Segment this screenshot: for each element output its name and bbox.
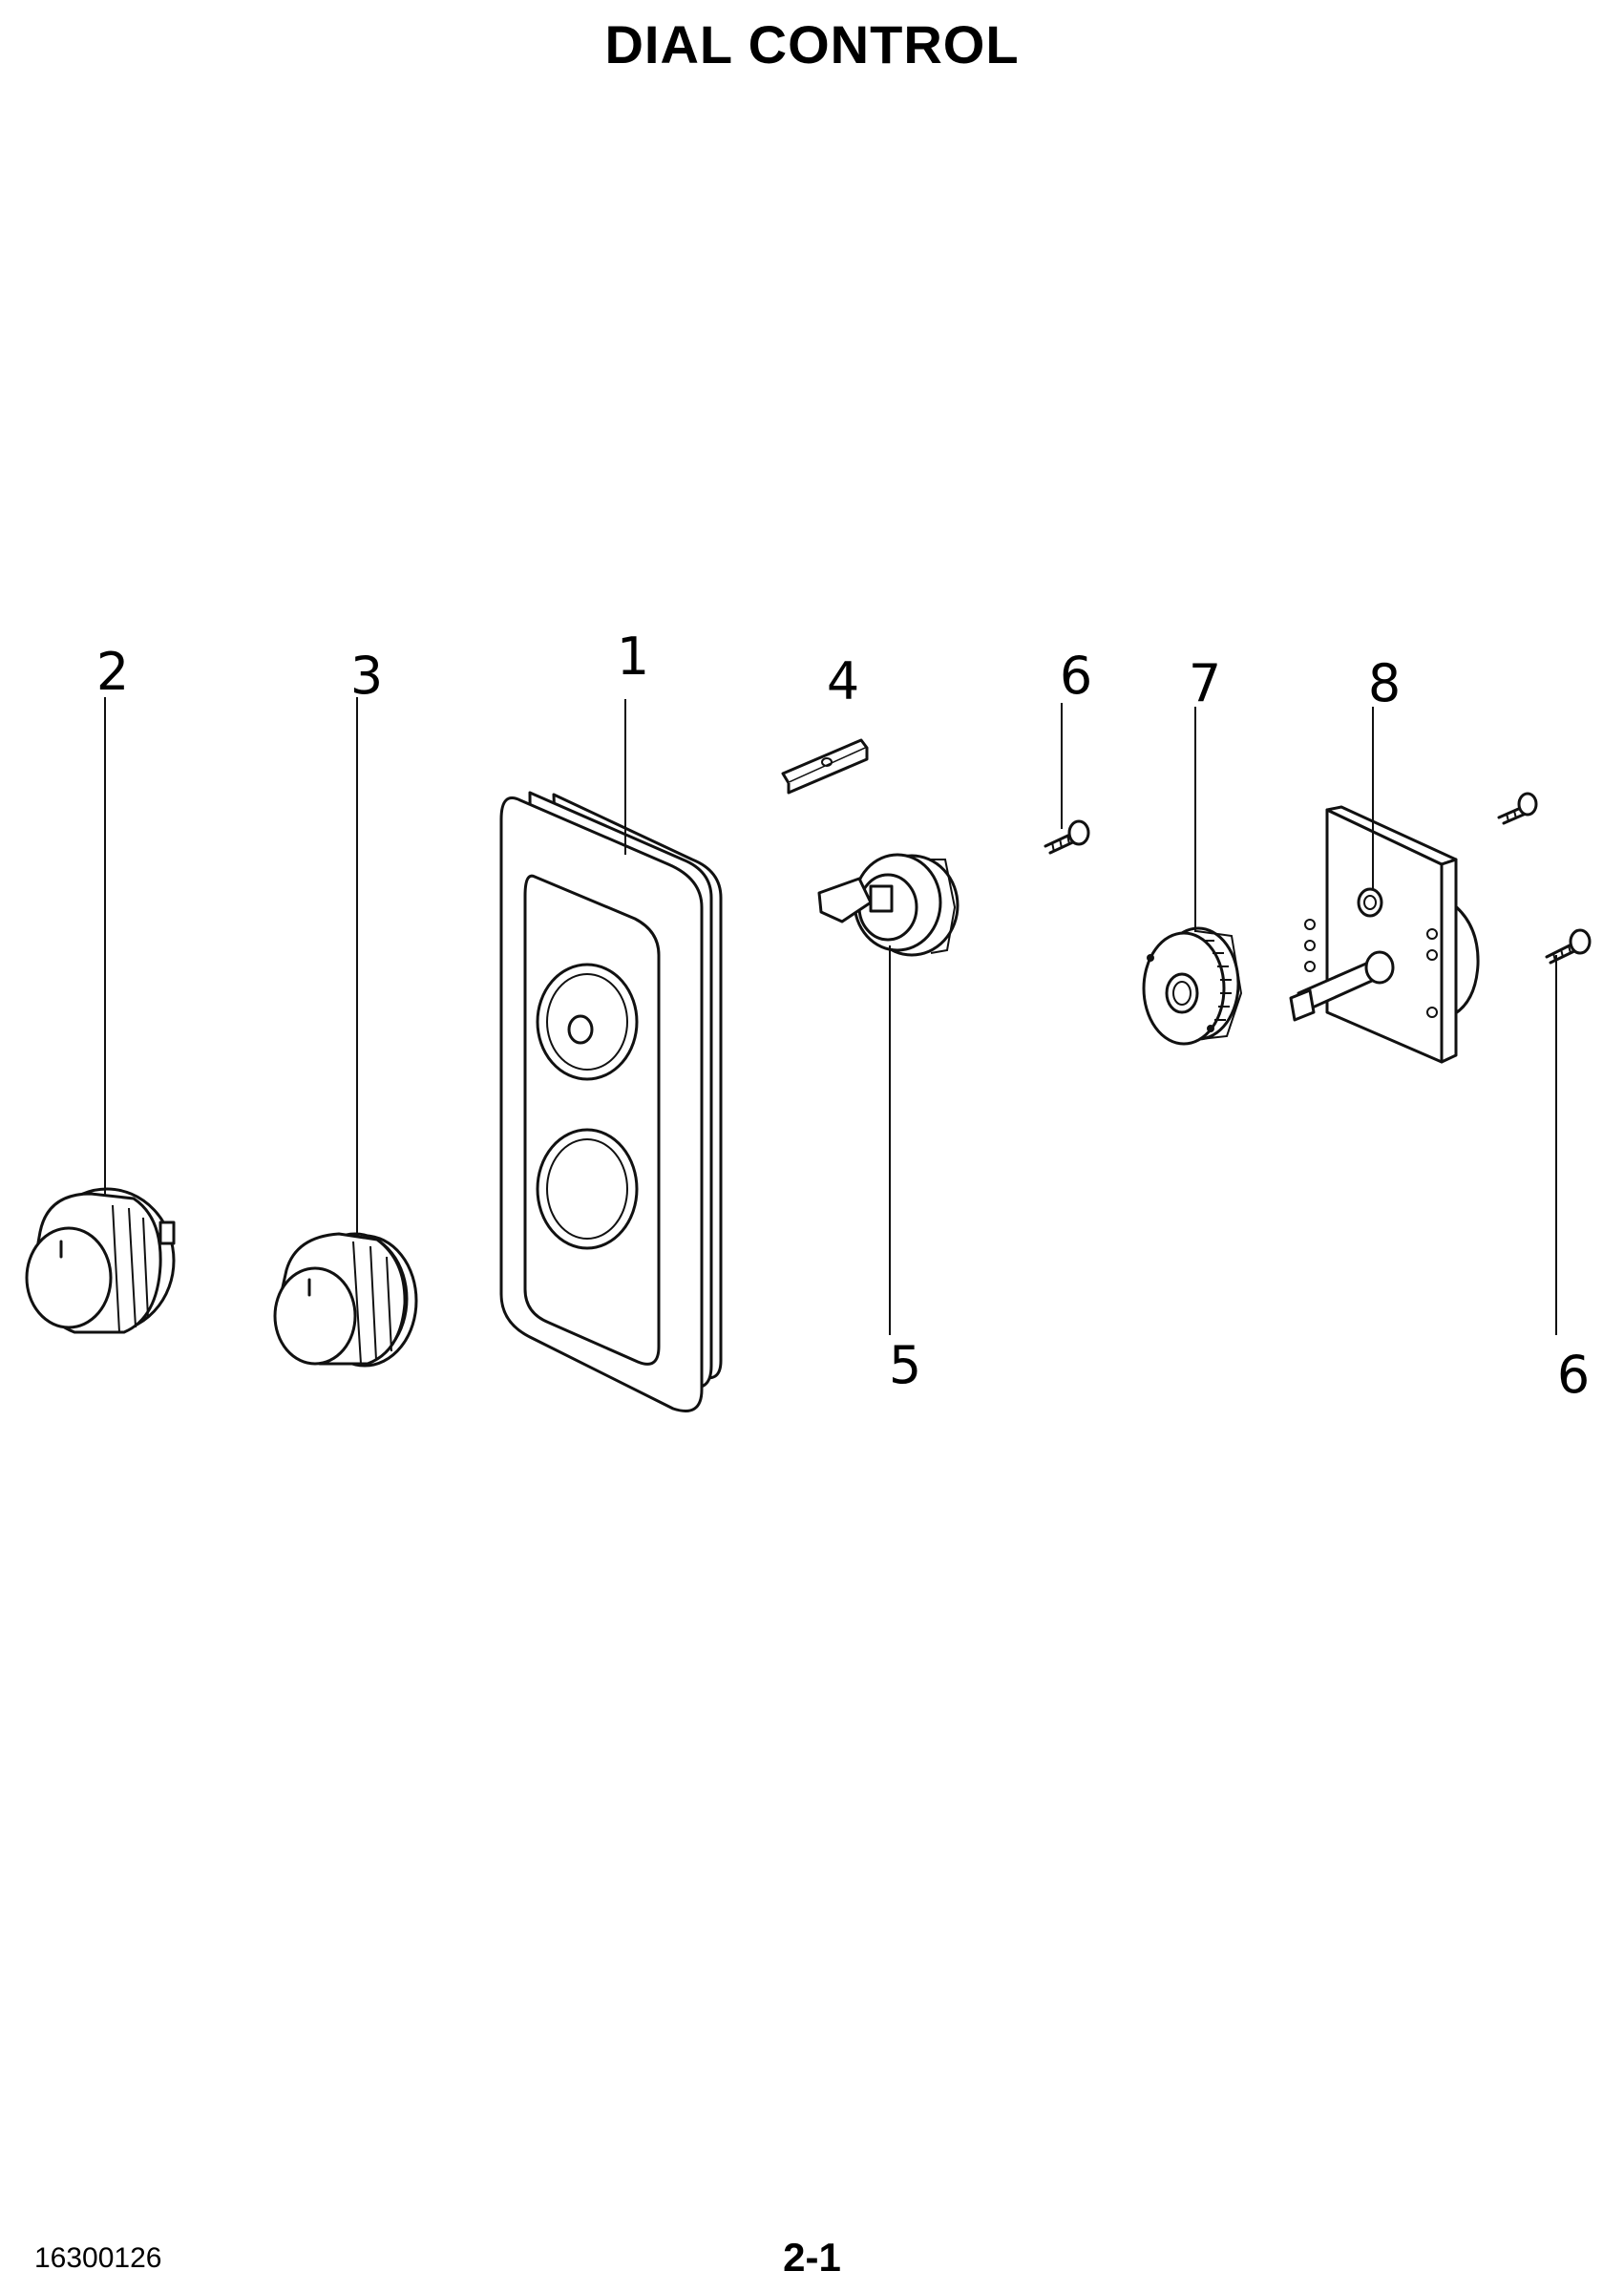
- screw-part-6-top: [1044, 819, 1090, 855]
- callout-7: 7: [1189, 653, 1221, 713]
- callout-1: 1: [617, 626, 649, 687]
- callout-4: 4: [827, 651, 859, 711]
- callout-6-top: 6: [1060, 646, 1092, 706]
- bracket-part-4: [781, 738, 869, 795]
- gear-disc-part-7: [1142, 926, 1243, 1046]
- callout-5: 5: [889, 1335, 921, 1395]
- callout-3: 3: [350, 646, 383, 706]
- leader-lines: [104, 697, 1557, 1335]
- knob-part-3: [273, 1232, 418, 1368]
- callout-2: 2: [96, 642, 129, 702]
- document-number: 16300126: [34, 2242, 162, 2274]
- control-panel-part-1: [499, 791, 723, 1412]
- page-title: DIAL CONTROL: [604, 14, 1020, 74]
- screw-part-6-right: [1545, 928, 1592, 965]
- timer-motor-part-8: [1289, 805, 1480, 1064]
- callout-6-bottom: 6: [1557, 1345, 1590, 1405]
- coupler-part-5: [817, 853, 960, 957]
- callout-8: 8: [1368, 653, 1401, 713]
- screw-part-6-right-top: [1497, 792, 1538, 825]
- page-number: 2-1: [783, 2235, 841, 2280]
- knob-part-2: [25, 1187, 176, 1334]
